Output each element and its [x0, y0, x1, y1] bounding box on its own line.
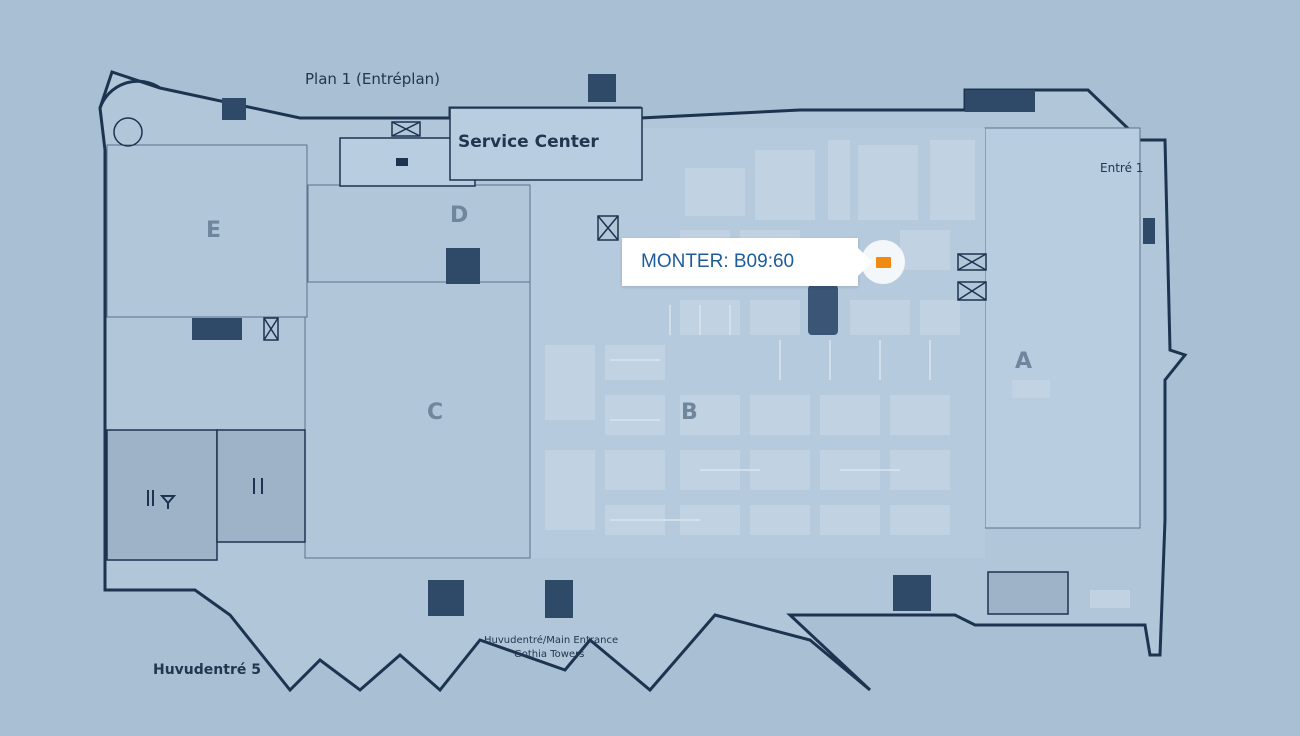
stairs-right — [1143, 218, 1155, 244]
elevator-icons — [263, 121, 987, 341]
toilet-block-top[interactable] — [588, 74, 616, 102]
hall-e-label: E — [206, 218, 221, 243]
restaurant-a[interactable] — [987, 571, 1069, 615]
booth-lines — [610, 305, 931, 521]
popup-exhibitor-label: MONTER: B09:60 — [641, 251, 795, 272]
main-entrance-label: Huvudentré/Main Entrance — [484, 634, 618, 646]
toilet-block-ne[interactable] — [965, 90, 1035, 112]
booth-marker[interactable] — [861, 240, 905, 284]
toilet-block-s1[interactable] — [428, 580, 464, 616]
service-center-block[interactable] — [449, 107, 643, 181]
hall-d[interactable] — [307, 184, 531, 283]
booth-grid — [545, 140, 1130, 608]
toilet-block-e[interactable] — [192, 318, 242, 340]
hall-e[interactable] — [106, 144, 308, 318]
hall-d-label: D — [450, 203, 468, 228]
entrance-1-label: Entré 1 — [1100, 161, 1143, 175]
kiosk[interactable] — [808, 285, 838, 335]
floor-label: Plan 1 (Entréplan) — [305, 70, 440, 88]
restaurant-icon — [253, 478, 263, 494]
entrance-5-label: Huvudentré 5 — [153, 662, 261, 678]
hall-a[interactable] — [984, 127, 1141, 529]
coffee-icon — [396, 158, 408, 166]
gothia-towers-label: Gothia Towers — [514, 649, 584, 660]
hall-c[interactable] — [304, 281, 531, 559]
toilet-block-d[interactable] — [446, 248, 480, 284]
toilet-block-s3[interactable] — [893, 575, 931, 611]
service-center-label: Service Center — [458, 132, 599, 152]
toilet-block-nw[interactable] — [222, 98, 246, 120]
rotunda — [98, 79, 161, 109]
hall-c-label: C — [427, 400, 443, 425]
bike-stand-icon — [113, 117, 143, 147]
restaurant-bar-icon — [147, 490, 177, 509]
hall-a-label: A — [1015, 349, 1032, 374]
toilet-block-s2[interactable] — [545, 580, 573, 618]
hall-b-label: B — [681, 400, 698, 425]
booth-popup[interactable]: MONTER: B09:60 — [622, 238, 872, 286]
booth-marker-icon — [875, 256, 891, 268]
